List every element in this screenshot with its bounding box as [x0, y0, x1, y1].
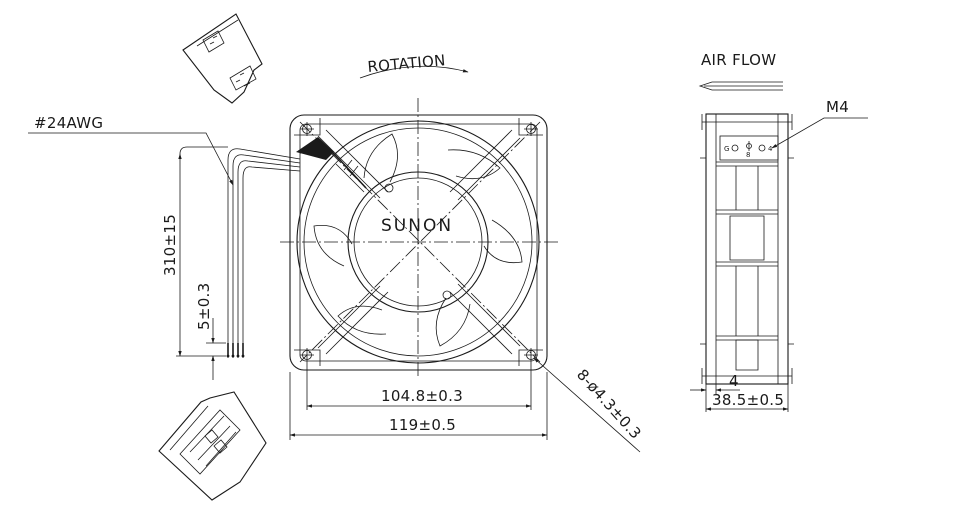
mount-holes-callout: 8-ø4.3±0.3	[533, 357, 645, 453]
thread-label: M4	[826, 98, 849, 116]
lead-length-dimension: 310±15	[161, 146, 228, 357]
flange-thickness-label: 4	[729, 372, 739, 390]
strip-length-label: 5±0.3	[195, 283, 213, 330]
mount-holes-label: 8-ø4.3±0.3	[573, 366, 645, 443]
fan-side-view: G 8 4	[700, 113, 794, 385]
fan-front-view: SUNON	[280, 98, 560, 376]
air-flow-label: AIR FLOW	[701, 51, 776, 69]
mounting-hole-top-right	[524, 122, 538, 136]
frame-depth-dimension: 38.5±0.5	[705, 384, 789, 412]
connector-detail-top	[182, 13, 263, 104]
terminal-left: G	[724, 145, 729, 153]
frame-depth-label: 38.5±0.5	[712, 391, 784, 409]
lead-length-label: 310±15	[161, 214, 179, 276]
hole-spacing-dimension: 104.8±0.3	[306, 362, 532, 410]
rotation-indicator: ROTATION	[359, 51, 469, 79]
terminal-center: 8	[746, 151, 750, 159]
wire-gauge-label: #24AWG	[34, 114, 103, 132]
lead-wires	[226, 148, 301, 358]
wire-gauge-callout: #24AWG	[28, 114, 234, 186]
mounting-hole-bottom-right	[524, 348, 538, 362]
connector-detail-bottom	[158, 391, 267, 501]
mounting-hole-bottom-left	[300, 348, 314, 362]
frame-width-label: 119±0.5	[389, 416, 456, 434]
thread-callout: M4	[771, 98, 868, 149]
strip-length-dimension: 5±0.3	[195, 283, 226, 380]
hole-spacing-label: 104.8±0.3	[381, 387, 463, 405]
air-flow-indicator: AIR FLOW	[698, 51, 783, 91]
brand-label: SUNON	[381, 216, 453, 236]
fan-blades	[313, 133, 523, 347]
frame-width-dimension: 119±0.5	[289, 372, 548, 440]
terminal-right: 4	[768, 145, 773, 153]
